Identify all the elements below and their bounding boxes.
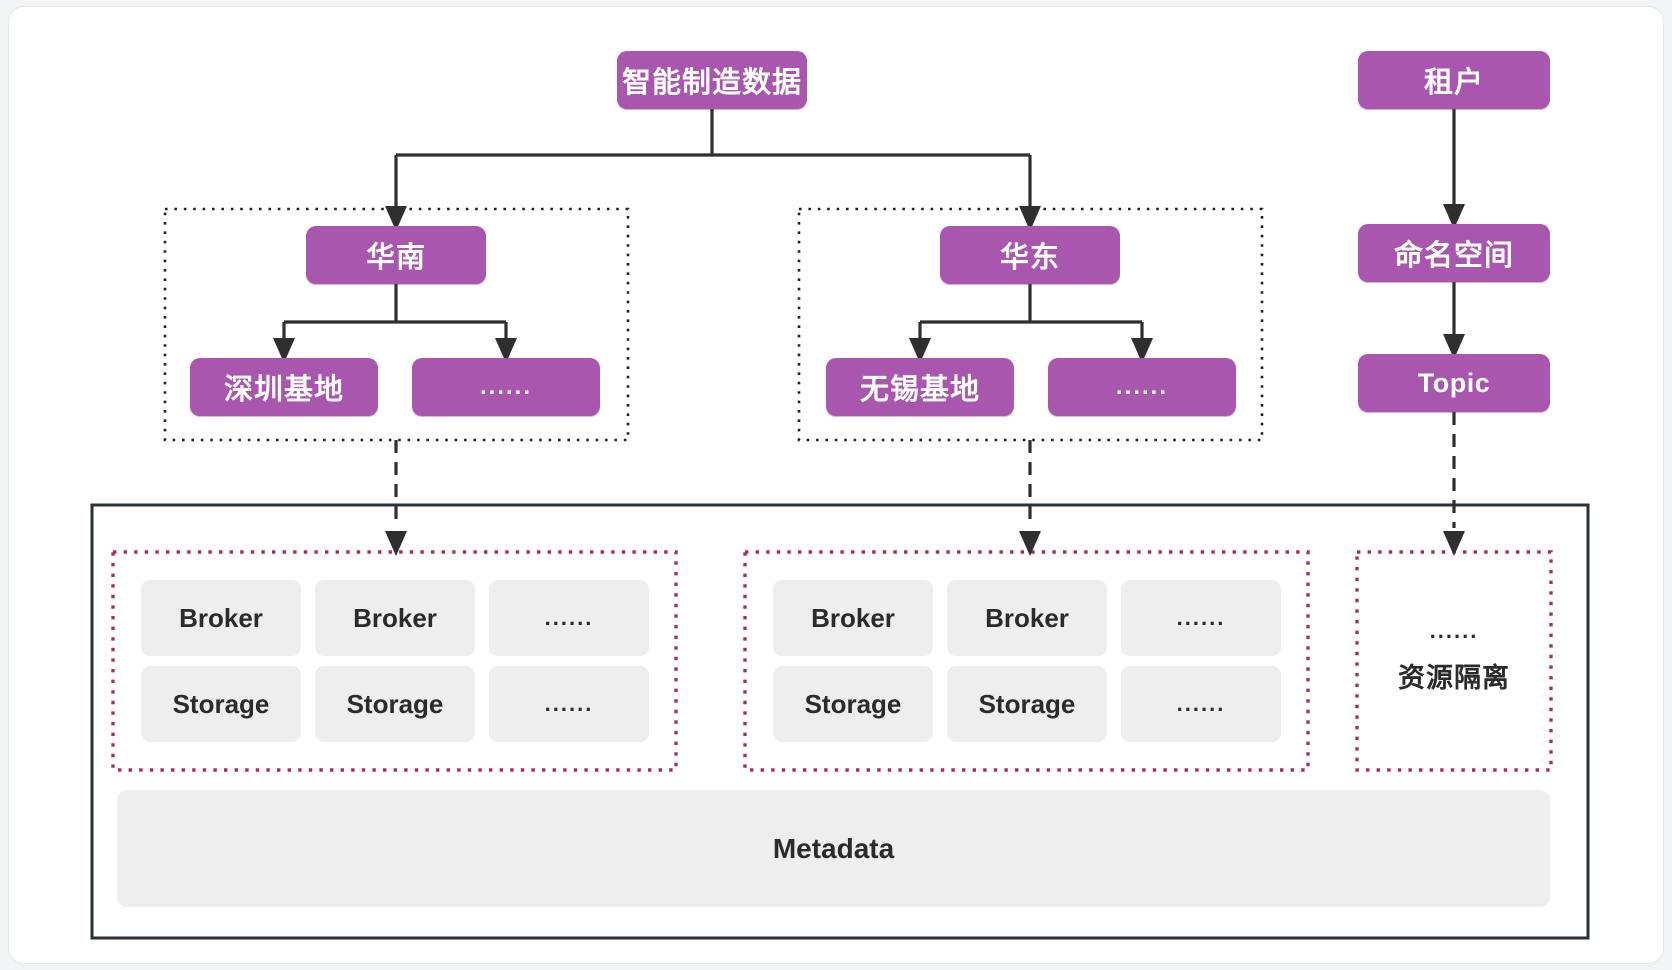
cluster-box-left bbox=[111, 550, 678, 772]
isolation-block: ...... 资源隔离 bbox=[1357, 546, 1551, 764]
cell-storage: Storage bbox=[141, 666, 301, 742]
cell-ellipsis: ...... bbox=[489, 580, 649, 656]
cell-broker: Broker bbox=[947, 580, 1107, 656]
cell-ellipsis: ...... bbox=[489, 666, 649, 742]
node-base-wuxi: 无锡基地 bbox=[826, 358, 1014, 416]
node-south-ellipsis: ...... bbox=[412, 358, 600, 416]
dashed-connectors bbox=[394, 412, 1456, 528]
node-region-east: 华东 bbox=[940, 226, 1120, 284]
node-base-shenzhen: 深圳基地 bbox=[190, 358, 378, 416]
cell-ellipsis: ...... bbox=[1121, 666, 1281, 742]
cell-storage: Storage bbox=[773, 666, 933, 742]
cell-broker: Broker bbox=[773, 580, 933, 656]
node-tenant: 租户 bbox=[1358, 51, 1550, 109]
cell-broker: Broker bbox=[141, 580, 301, 656]
arrowheads bbox=[273, 204, 1465, 556]
node-east-ellipsis: ...... bbox=[1048, 358, 1236, 416]
node-region-south: 华南 bbox=[306, 226, 486, 284]
solid-connectors bbox=[282, 109, 1456, 340]
node-root: 智能制造数据 bbox=[617, 51, 807, 109]
metadata-bar: Metadata bbox=[117, 790, 1550, 907]
cell-broker: Broker bbox=[315, 580, 475, 656]
node-namespace: 命名空间 bbox=[1358, 224, 1550, 282]
isolation-ellipsis: ...... bbox=[1429, 617, 1479, 643]
cell-storage: Storage bbox=[315, 666, 475, 742]
cell-storage: Storage bbox=[947, 666, 1107, 742]
node-topic: Topic bbox=[1358, 354, 1550, 412]
cell-ellipsis: ...... bbox=[1121, 580, 1281, 656]
isolation-label: 资源隔离 bbox=[1398, 662, 1510, 693]
cluster-box-middle bbox=[743, 550, 1310, 772]
